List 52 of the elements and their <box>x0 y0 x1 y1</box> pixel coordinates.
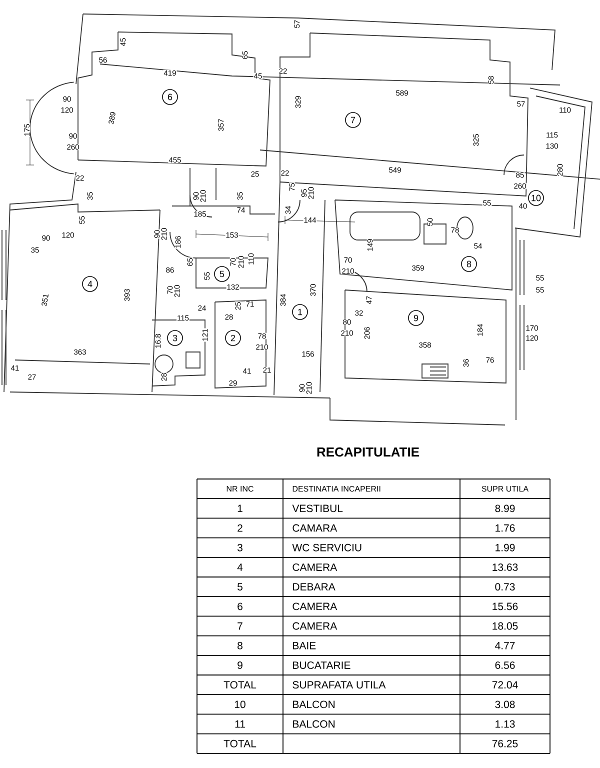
table-cell: 6 <box>238 602 242 610</box>
table-cell: 4 <box>237 564 243 571</box>
table-cell: BALCON <box>293 700 335 708</box>
table-cell: 13.63 <box>492 564 518 571</box>
title: RECAPITULATIE <box>317 447 420 457</box>
table-cell: 1.76 <box>496 524 515 532</box>
table-cell: 3 <box>237 544 242 552</box>
room-number: 1 <box>292 304 308 320</box>
table-cell: VESTIBUL <box>292 504 343 512</box>
table-cell: CAMERA <box>292 602 338 610</box>
table-cell: 2 <box>238 524 242 532</box>
column-header: DESTINATIA INCAPERII <box>292 486 380 492</box>
table-cell: CAMERA <box>292 564 338 571</box>
table-cell: SUPRAFATA UTILA <box>292 681 386 689</box>
column-header: SUPR UTILA <box>482 486 529 492</box>
room-number: 5 <box>214 266 230 282</box>
room-number: 10 <box>528 190 544 206</box>
table-cell: DEBARA <box>293 583 336 590</box>
room-number: 6 <box>162 89 178 105</box>
table-cell: TOTAL <box>224 681 256 689</box>
table-cell: BUCATARIE <box>293 662 350 669</box>
table-cell: 1 <box>238 504 242 512</box>
table-cell: 11 <box>235 720 245 728</box>
table-cell: 72.04 <box>492 681 518 689</box>
table-cell: 9 <box>238 662 242 669</box>
room-number: 2 <box>225 330 241 346</box>
room-number: 7 <box>345 112 361 128</box>
table-cell: 6.56 <box>495 662 515 669</box>
table-cell: BAIE <box>293 642 316 650</box>
table-cell: CAMERA <box>292 622 338 630</box>
room-number: 9 <box>408 310 424 326</box>
table-cell: 18.05 <box>492 622 518 630</box>
table-cell: 0.73 <box>495 583 515 591</box>
table-cell: 5 <box>238 583 242 590</box>
table-cell: 15.56 <box>492 602 518 610</box>
room-number: 4 <box>82 276 98 292</box>
room-number: 8 <box>461 256 477 272</box>
table-cell: CAMARA <box>292 524 338 532</box>
column-header: NR INC <box>226 486 254 492</box>
table-cell: 1.13 <box>496 720 515 728</box>
table-cell: 4.77 <box>495 642 515 650</box>
table-cell: 3.08 <box>495 700 515 708</box>
table-cell: 76.25 <box>492 740 518 748</box>
table-cell: TOTAL <box>224 740 256 748</box>
table-cell: 8 <box>238 642 242 650</box>
table-cell: WC SERVICIU <box>292 544 362 552</box>
table-cell: 8.99 <box>495 504 515 512</box>
room-number: 3 <box>167 330 183 346</box>
table-cell: 7 <box>238 622 242 630</box>
table-cell: 1.99 <box>496 544 515 552</box>
table-cell: 10 <box>234 700 246 708</box>
table-cell: BALCON <box>293 720 335 728</box>
